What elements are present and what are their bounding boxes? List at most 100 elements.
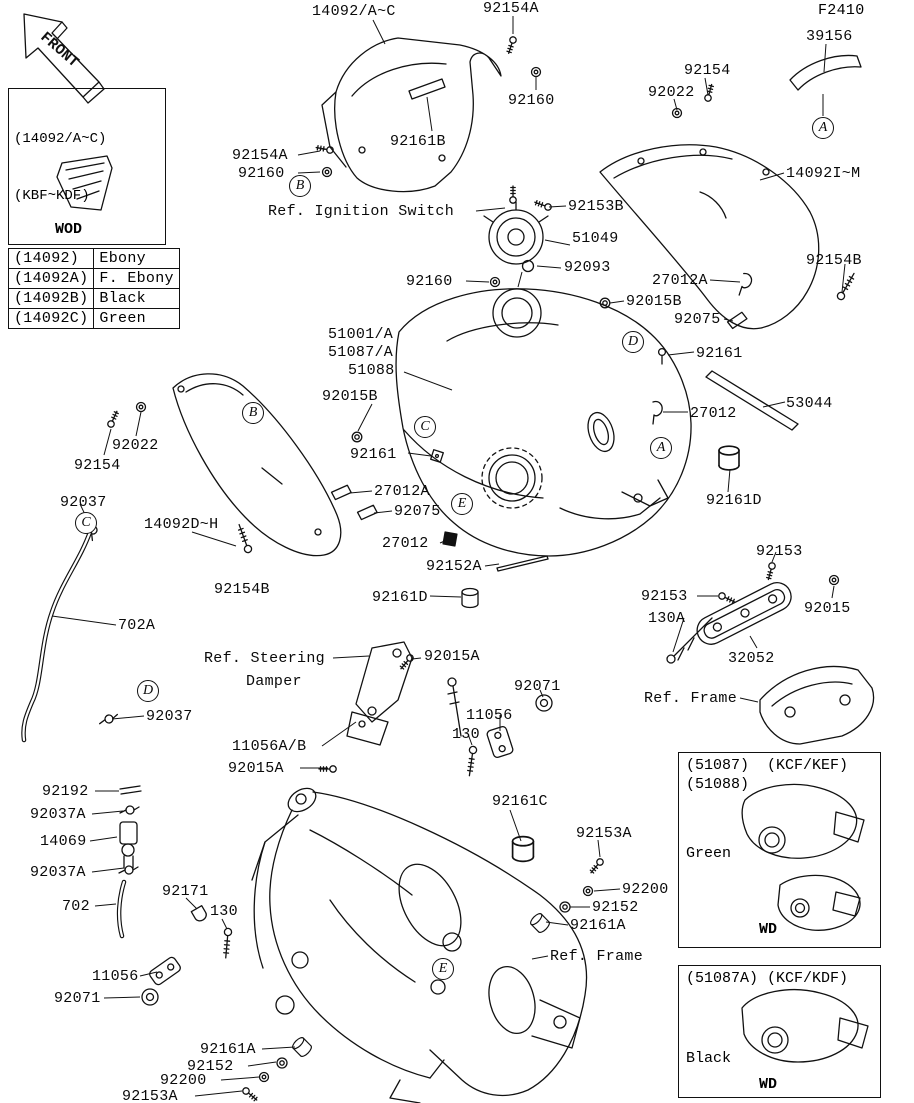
- part-label: 39156: [806, 28, 853, 45]
- part-label: 27012: [382, 535, 429, 552]
- part-label: 14092D~H: [144, 516, 219, 533]
- part-label: 130A: [648, 610, 686, 627]
- callout-B: B: [242, 402, 264, 424]
- part-label: 92160: [238, 165, 285, 182]
- part-label: 92154: [684, 62, 731, 79]
- page-code: F2410: [818, 2, 865, 19]
- steering-damper-bracket-drawing: [346, 641, 413, 746]
- left-cover-drawing: [172, 373, 342, 557]
- callout-D: D: [622, 331, 644, 353]
- inset-title-line: (51088): [686, 776, 750, 793]
- part-label: 92015: [804, 600, 851, 617]
- part-label: 92153B: [568, 198, 624, 215]
- inset-title-line: (51087A) (KCF/KDF): [686, 970, 849, 987]
- frame-drawing: [251, 787, 588, 1103]
- part-label: 92161A: [570, 917, 626, 934]
- part-label: 92153A: [576, 825, 632, 842]
- part-label: 92154B: [214, 581, 270, 598]
- color-table-body: (14092)Ebony(14092A)F. Ebony(14092B)Blac…: [7, 248, 180, 329]
- part-label: 53044: [786, 395, 833, 412]
- part-label: 92153: [641, 588, 688, 605]
- callout-E: E: [451, 493, 473, 515]
- part-label: 27012A: [652, 272, 708, 289]
- table-row: (14092B)Black: [7, 288, 180, 309]
- leader-lines: [51, 16, 846, 1097]
- upper-cover-drawing: [321, 37, 502, 193]
- part-label: 130: [452, 726, 480, 743]
- part-label: Ref. Steering: [204, 650, 325, 667]
- table-row: (14092A)F. Ebony: [7, 268, 180, 289]
- part-label: 11056A/B: [232, 738, 307, 755]
- part-label: 92022: [112, 437, 159, 454]
- legend-part-drawing: [56, 155, 113, 211]
- part-label: 92160: [508, 92, 555, 109]
- part-label: 130: [210, 903, 238, 920]
- inset-box-51087: (51087) (KCF/KEF) (51088) Green WD: [678, 752, 881, 948]
- inset-box-51087A: (51087A) (KCF/KDF) Black WD: [678, 965, 881, 1098]
- hose-702A-drawing: [21, 529, 93, 743]
- part-label: 92160: [406, 273, 453, 290]
- fuel-tap-drawing: [116, 785, 142, 939]
- part-label: 51001/A: [328, 326, 394, 343]
- callout-C: C: [414, 416, 436, 438]
- part-label: 92071: [514, 678, 561, 695]
- table-cell: (14092A): [7, 268, 95, 289]
- part-label: Ref. Ignition Switch: [268, 203, 455, 220]
- part-label: 92161: [350, 446, 397, 463]
- part-label: 92154A: [483, 0, 539, 17]
- inset-caption: WD: [759, 921, 778, 938]
- legend-line-1: (14092/A~C): [14, 131, 107, 147]
- color-variant-table: (14092)Ebony(14092A)F. Ebony(14092B)Blac…: [7, 248, 180, 329]
- part-label: 702: [62, 898, 90, 915]
- part-label: 92200: [622, 881, 669, 898]
- part-label: 92075: [674, 311, 721, 328]
- part-label: Ref. Frame: [644, 690, 738, 707]
- part-label: 92161A: [200, 1041, 256, 1058]
- part-label: 92015A: [228, 760, 284, 777]
- part-label: 92200: [160, 1072, 207, 1089]
- table-cell: F. Ebony: [93, 268, 180, 289]
- part-label: 27012A: [374, 483, 430, 500]
- part-label: 92153A: [122, 1088, 178, 1103]
- part-label: 92154: [74, 457, 121, 474]
- part-label: 92037A: [30, 864, 86, 881]
- callout-B: B: [289, 175, 311, 197]
- callout-A: A: [812, 117, 834, 139]
- legend-box: (14092/A~C) (KBF~KDF) WOD: [8, 88, 166, 245]
- bracket-11056-left-drawing: [149, 956, 181, 986]
- part-label: 14092I~M: [786, 165, 861, 182]
- part-label: 92075: [394, 503, 441, 520]
- frame-stay-drawing: [759, 665, 875, 745]
- part-label: 92152: [592, 899, 639, 916]
- inset-cover-black-drawing: [741, 989, 869, 1063]
- rod-92152A-drawing: [496, 555, 549, 572]
- callout-C: C: [75, 512, 97, 534]
- part-label: 11056: [466, 707, 513, 724]
- pad-39156-drawing: [789, 54, 862, 91]
- part-label: 92161C: [492, 793, 548, 810]
- part-label: 51088: [348, 362, 395, 379]
- inset-cover-green-drawing: [741, 783, 865, 931]
- callout-E: E: [432, 958, 454, 980]
- table-cell: (14092C): [7, 308, 95, 329]
- part-label: 92161D: [706, 492, 762, 509]
- legend-caption: WOD: [55, 221, 83, 238]
- part-label: 92037: [60, 494, 107, 511]
- part-label: 92192: [42, 783, 89, 800]
- part-label: 11056: [92, 968, 139, 985]
- part-label: Ref. Frame: [550, 948, 644, 965]
- front-arrow-icon: [23, 13, 105, 104]
- part-label: 92071: [54, 990, 101, 1007]
- bolt-130A-drawing: [666, 617, 713, 664]
- fuel-tank-drawing: [395, 288, 692, 557]
- ignition-switch-drawing: [483, 201, 549, 273]
- part-label: 92022: [648, 84, 695, 101]
- bracket-11056-right-drawing: [486, 725, 514, 759]
- part-label: 92154A: [232, 147, 288, 164]
- part-label: 92153: [756, 543, 803, 560]
- gasket-32052-drawing: [696, 582, 792, 645]
- part-label: 92152: [187, 1058, 234, 1075]
- callout-D: D: [137, 680, 159, 702]
- part-label: 92161: [696, 345, 743, 362]
